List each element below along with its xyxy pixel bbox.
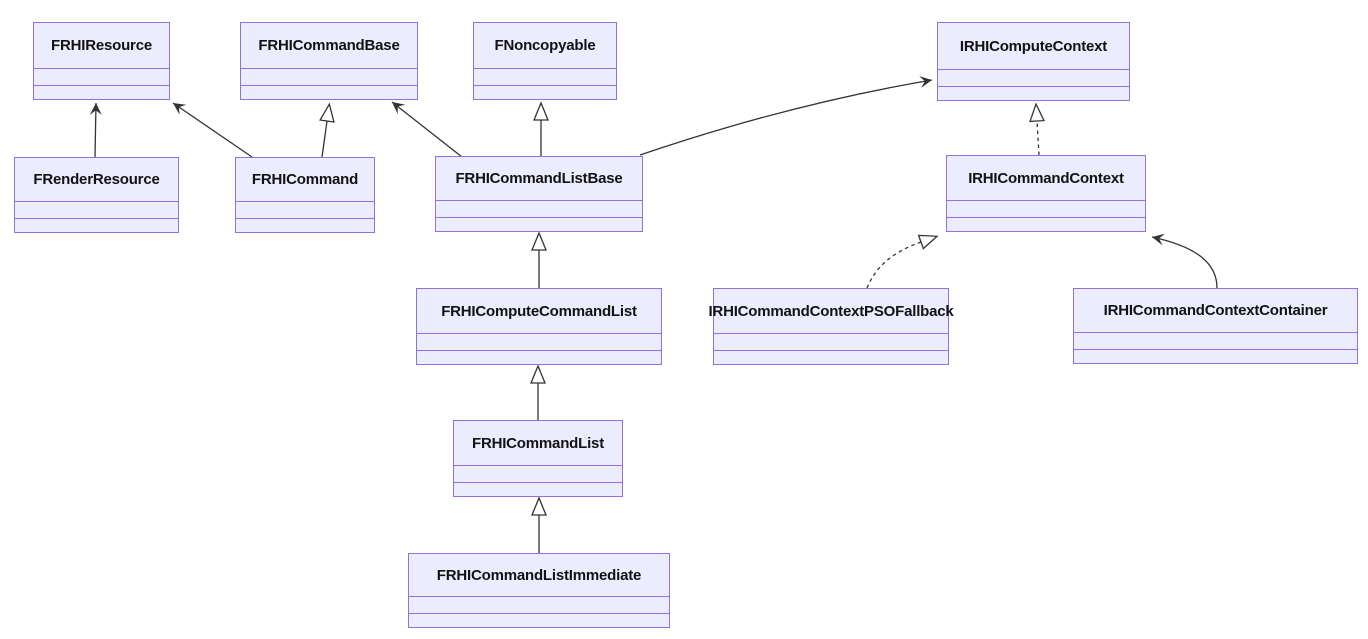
class-box-frhicommandbase: FRHICommandBase — [240, 22, 418, 100]
class-box-frenderresource: FRenderResource — [14, 157, 179, 233]
class-box-irhicommandcontextcontainer: IRHICommandContextContainer — [1073, 288, 1358, 364]
edge-frhicommand-to-frhiresource — [172, 102, 253, 158]
class-name: FRenderResource — [33, 171, 160, 188]
class-box-irhicomputecontext: IRHIComputeContext — [937, 22, 1130, 101]
class-name: FRHIComputeCommandList — [441, 302, 637, 320]
attributes-compartment — [236, 201, 374, 218]
class-box-irhicommandcontextpsofallback: IRHICommandContextPSOFallback — [708, 288, 954, 365]
attributes-compartment — [436, 200, 642, 217]
attributes-compartment — [714, 333, 948, 350]
class-name: FRHICommandListImmediate — [436, 566, 642, 584]
methods-compartment — [454, 482, 622, 496]
methods-compartment — [436, 217, 642, 231]
edge-frenderresource-to-frhiresource — [89, 102, 102, 158]
class-name: FRHIResource — [51, 37, 152, 54]
edge-frhicommandlistbase-to-irhicomputecontext — [639, 76, 933, 156]
class-box-frhicommandlistimmediate: FRHICommandListImmediate — [408, 553, 670, 628]
edge-irhicommandcontext-to-irhicomputecontext — [1029, 102, 1045, 156]
attributes-compartment — [409, 596, 669, 613]
edge-frhicommandlistbase-to-frhicommandbase — [391, 101, 463, 158]
methods-compartment — [417, 350, 661, 364]
class-name: FRHICommandBase — [258, 37, 400, 54]
class-name: FRHICommand — [251, 171, 359, 188]
attributes-compartment — [938, 69, 1129, 86]
attributes-compartment — [417, 333, 661, 350]
methods-compartment — [409, 613, 669, 627]
methods-compartment — [34, 85, 169, 99]
attributes-compartment — [34, 68, 169, 85]
class-box-frhicommand: FRHICommand — [235, 157, 375, 233]
attributes-compartment — [474, 68, 616, 85]
attributes-compartment — [241, 68, 417, 85]
attributes-compartment — [947, 200, 1145, 217]
class-name: IRHIComputeContext — [959, 37, 1108, 55]
edge-frhicommand-to-frhicommandbase — [319, 102, 335, 158]
methods-compartment — [474, 85, 616, 99]
methods-compartment — [15, 218, 178, 232]
edge-irhicommandcontextpsofallback-to-irhicommandcontext — [866, 234, 939, 289]
class-box-frhicomputecommandlist: FRHIComputeCommandList — [416, 288, 662, 365]
class-box-fnoncopyable: FNoncopyable — [473, 22, 617, 100]
methods-compartment — [241, 85, 417, 99]
attributes-compartment — [1074, 332, 1357, 349]
class-name: IRHICommandContextContainer — [1103, 302, 1328, 319]
methods-compartment — [1074, 349, 1357, 363]
class-box-frhicommandlist: FRHICommandList — [453, 420, 623, 497]
class-name: IRHICommandContextPSOFallback — [708, 302, 954, 320]
class-name: FNoncopyable — [494, 37, 596, 54]
edge-irhicommandcontextcontainer-to-irhicommandcontext — [1151, 233, 1218, 289]
class-name: FRHICommandList — [471, 434, 604, 452]
class-box-frhicommandlistbase: FRHICommandListBase — [435, 156, 643, 232]
class-box-frhiresource: FRHIResource — [33, 22, 170, 100]
methods-compartment — [714, 350, 948, 364]
class-box-irhicommandcontext: IRHICommandContext — [946, 155, 1146, 232]
attributes-compartment — [15, 201, 178, 218]
methods-compartment — [236, 218, 374, 232]
methods-compartment — [938, 86, 1129, 100]
attributes-compartment — [454, 465, 622, 482]
class-name: FRHICommandListBase — [455, 170, 623, 187]
class-name: IRHICommandContext — [968, 169, 1124, 187]
methods-compartment — [947, 217, 1145, 231]
